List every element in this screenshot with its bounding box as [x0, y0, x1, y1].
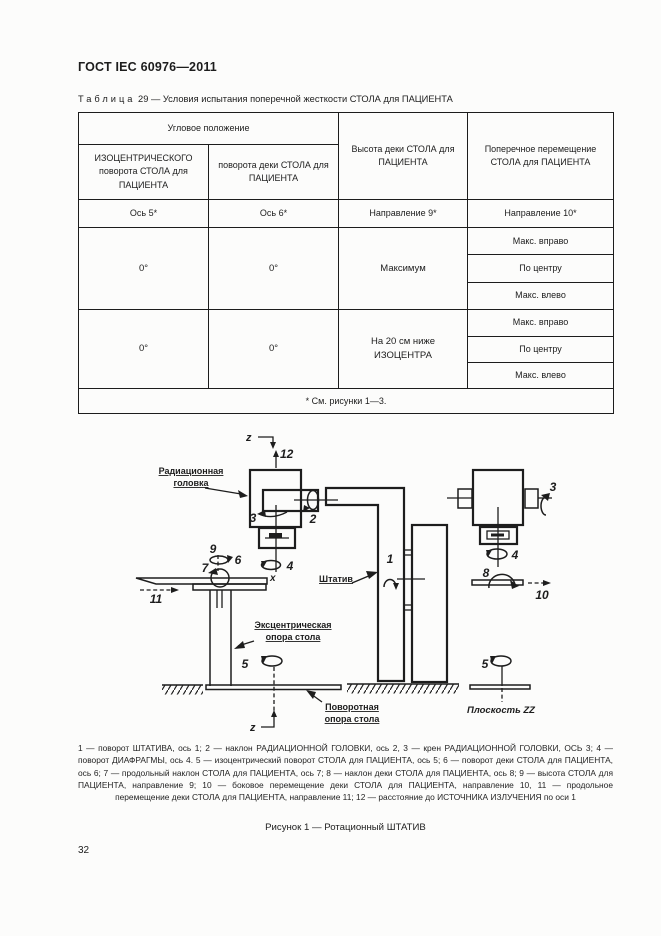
table-caption-word: Таблица [78, 94, 136, 104]
number-10: 10 [535, 588, 549, 602]
header-axis-6: Ось 6* [207, 199, 340, 228]
number-4: 4 [511, 548, 519, 562]
header-direction-10: Направление 10* [467, 199, 615, 228]
table-caption: Таблица 29 — Условия испытания поперечно… [78, 94, 453, 104]
number-7: 7 [202, 561, 210, 575]
header-axis-5: Ось 5* [78, 199, 209, 228]
number-6: 6 [235, 553, 242, 567]
stand-callout: Штатив [319, 571, 378, 584]
number-11: 11 [150, 592, 163, 606]
z-axis-bottom: z [249, 710, 277, 734]
number-2: 2 [309, 512, 317, 526]
number-1: 1 [387, 552, 394, 566]
standard-number-header: ГОСТ IEC 60976—2011 [78, 60, 217, 74]
z-axis-label: z [245, 432, 252, 444]
table-cell-position: Макс. влево [467, 361, 615, 390]
floor-and-rotary-support: Поворотная опора стола [162, 684, 381, 724]
number-5: 5 [242, 657, 249, 671]
table-caption-number: 29 [138, 94, 149, 104]
table-cell-angle: 0° [78, 309, 209, 390]
eccentric-support-callout: Эксцентрическая опора стола [234, 620, 332, 649]
page-number: 32 [78, 845, 90, 856]
z-axis-label: z [249, 722, 256, 734]
rotary-support-label-line2: опора стола [325, 714, 381, 724]
header-isocentric-rotation: ИЗОЦЕНТРИЧЕСКОГО поворота СТОЛА для ПАЦИ… [78, 144, 209, 200]
table-cell-position: Макс. вправо [467, 226, 615, 256]
header-table-top-height: Высота деки СТОЛА для ПАЦИЕНТА [338, 112, 469, 200]
patient-table-front: 9 6 7 x 11 [135, 542, 276, 686]
eccentric-support-label-line1: Эксцентрическая [254, 620, 331, 630]
radiation-head-label-line2: головка [173, 478, 209, 488]
header-table-top-rotation: поворота деки СТОЛА для ПАЦИЕНТА [207, 144, 340, 200]
table-cell-height: На 20 см ниже ИЗОЦЕНТРА [338, 309, 469, 390]
test-conditions-table: Угловое положение Высота деки СТОЛА для … [77, 112, 615, 415]
distance-12-arrow: 12 [273, 447, 294, 468]
gantry-stand: 1 [324, 486, 459, 694]
plane-zz-label: Плоскость ZZ [467, 705, 536, 716]
stand-label: Штатив [319, 574, 353, 584]
patient-table-side: 8 10 [471, 566, 551, 602]
table-caption-title: — Условия испытания поперечной жесткости… [150, 94, 453, 104]
isocentric-axis-5-right: 5 Плоскость ZZ [467, 655, 536, 716]
radiation-head-side: 3 4 [447, 468, 557, 567]
radiation-head-front: 2 3 4 [248, 468, 338, 573]
radiation-head-label-line1: Радиационная [159, 466, 224, 476]
z-axis-top: z [245, 432, 276, 449]
table-cell-position: По центру [467, 254, 615, 283]
table-cell-angle: 0° [207, 309, 340, 390]
eccentric-support-label-line2: опора стола [266, 632, 322, 642]
radiation-head-callout: Радиационная головка [159, 466, 248, 498]
figure-title: Рисунок 1 — Ротационный ШТАТИВ [265, 822, 426, 833]
rotary-support-label-line1: Поворотная [325, 702, 379, 712]
isocentric-axis-5-left: 5 [242, 655, 283, 711]
number-8: 8 [483, 566, 490, 580]
table-cell-height: Максимум [338, 226, 469, 311]
number-5: 5 [482, 657, 489, 671]
table-footnote: * См. рисунки 1—3. [77, 388, 615, 415]
number-4: 4 [286, 559, 294, 573]
header-angular-position: Угловое положение [77, 112, 340, 145]
header-lateral-displacement: Поперечное перемещение СТОЛА для ПАЦИЕНТ… [467, 112, 615, 200]
figure-caption: 1 — поворот ШТАТИВА, ось 1; 2 — наклон Р… [78, 743, 613, 803]
table-cell-angle: 0° [207, 226, 340, 311]
table-cell-position: Макс. влево [467, 281, 615, 311]
table-cell-angle: 0° [78, 226, 209, 311]
x-mark-label: x [269, 573, 276, 584]
number-12: 12 [280, 447, 294, 461]
number-3: 3 [250, 511, 257, 525]
number-9: 9 [210, 542, 217, 556]
number-3: 3 [550, 480, 557, 494]
